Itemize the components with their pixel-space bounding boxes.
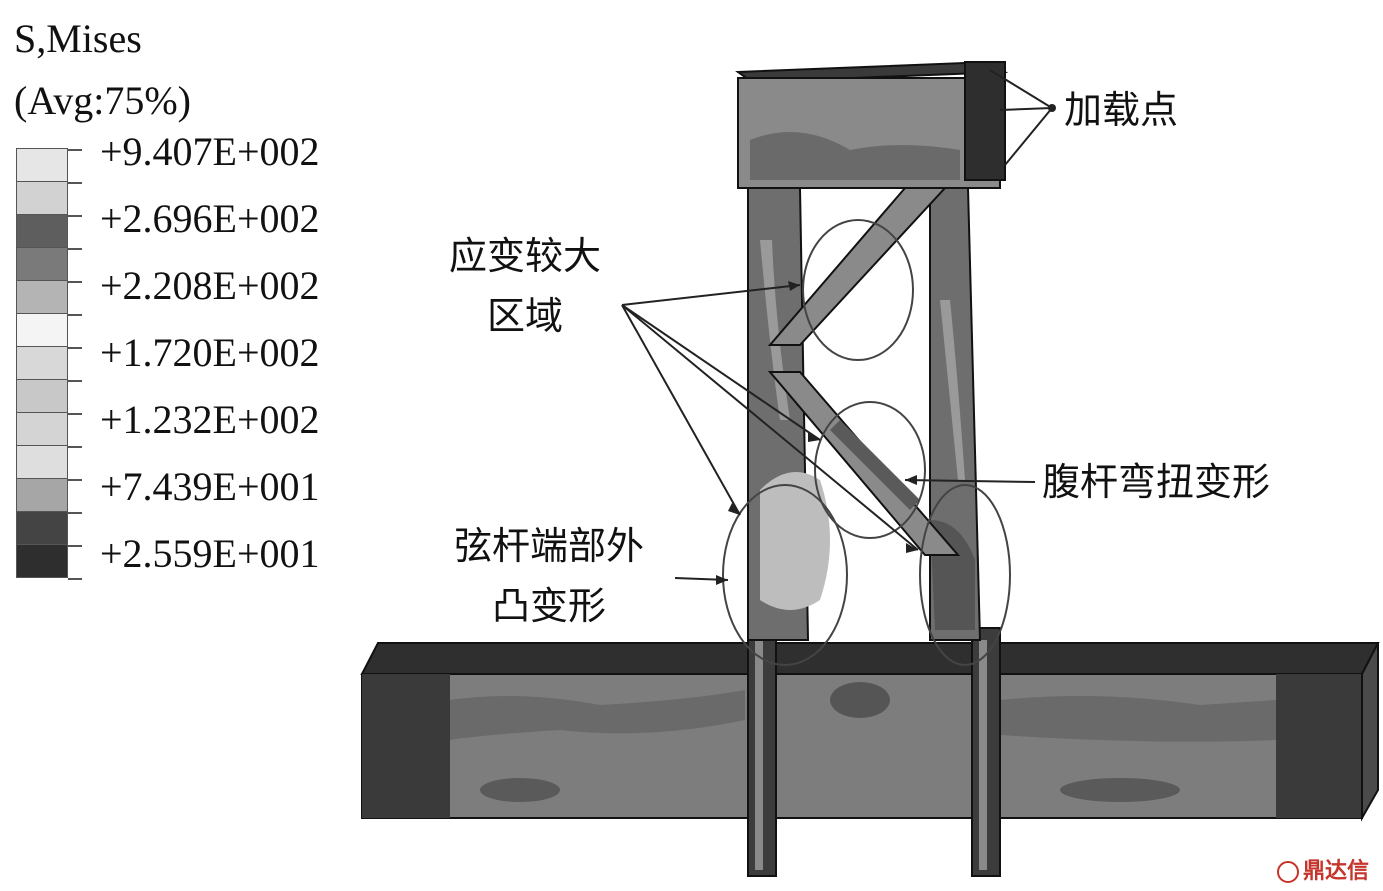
annotation-web-member-deformation: 腹杆弯扭变形 — [1042, 460, 1271, 504]
legend-tick — [68, 446, 82, 448]
legend-value-2: +2.696E+002 — [100, 196, 320, 241]
gusset-plates — [747, 627, 1001, 877]
annotation-chord-line2: 凸变形 — [491, 584, 606, 628]
highlight-circles — [722, 219, 1011, 666]
legend-value-1: +9.407E+002 — [100, 129, 320, 174]
legend-tick — [68, 281, 82, 283]
legend-tick — [68, 347, 82, 349]
legend-value-5: +1.232E+002 — [100, 397, 320, 442]
legend-value-6: +7.439E+001 — [100, 464, 320, 509]
legend-tick — [68, 149, 82, 151]
legend-tick — [68, 512, 82, 514]
legend-tick — [68, 248, 82, 250]
legend-title: S,Mises — [14, 16, 142, 61]
leader-arrowheads — [716, 104, 1056, 585]
legend-swatch — [16, 280, 68, 314]
legend-swatch — [16, 214, 68, 248]
legend-swatch — [16, 181, 68, 215]
watermark-logo: 鼎达信 — [1276, 853, 1369, 885]
legend-color-bar — [16, 148, 68, 578]
legend-value-4: +1.720E+002 — [100, 330, 320, 375]
legend-tick — [68, 314, 82, 316]
legend-swatch — [16, 478, 68, 512]
legend-tick — [68, 215, 82, 217]
legend-swatch — [16, 544, 68, 578]
legend-tick — [68, 578, 82, 580]
legend-value-7: +2.559E+001 — [100, 531, 320, 576]
annotation-high-strain-line2: 区域 — [486, 294, 563, 338]
legend-tick — [68, 380, 82, 382]
legend-tick — [68, 413, 82, 415]
legend-tick — [68, 182, 82, 184]
annotation-load-point: 加载点 — [1064, 88, 1179, 132]
legend-value-3: +2.208E+002 — [100, 263, 320, 308]
watermark-icon — [1276, 861, 1299, 883]
legend-subtitle: (Avg:75%) — [14, 78, 191, 123]
annotation-high-strain-line1: 应变较大 — [448, 234, 601, 278]
legend-tick — [68, 479, 82, 481]
loading-block — [735, 60, 1009, 189]
legend-swatch — [16, 445, 68, 479]
chord-beam — [360, 642, 1380, 822]
legend-swatch — [16, 379, 68, 413]
diagonal-members — [767, 187, 961, 556]
legend-tick — [68, 545, 82, 547]
legend-swatch — [16, 313, 68, 347]
annotation-chord-line1: 弦杆端部外 — [453, 524, 644, 568]
